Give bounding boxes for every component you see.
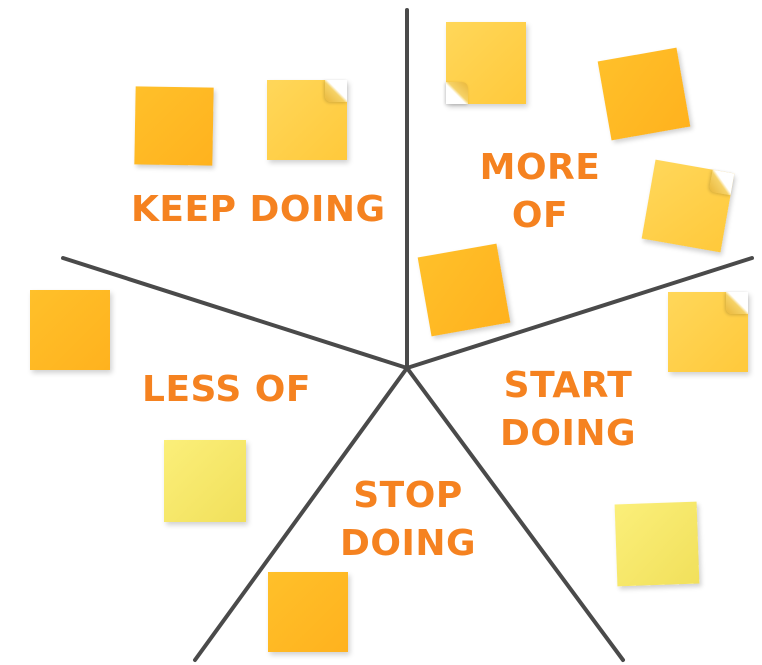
label-line: STOP	[353, 475, 463, 516]
label-less-of: LESS OF	[142, 366, 311, 414]
label-line: DOING	[499, 413, 637, 454]
sticky-note	[614, 501, 700, 587]
label-more-of: MORE OF	[470, 144, 610, 240]
sticky-note	[668, 292, 748, 372]
label-line: MORE	[479, 147, 601, 188]
sticky-note	[597, 47, 691, 141]
sticky-note	[267, 80, 347, 160]
sticky-note	[30, 290, 110, 370]
divider-left	[61, 256, 409, 370]
label-line: KEEP DOING	[131, 189, 386, 230]
sticky-note	[134, 86, 214, 166]
sticky-note	[164, 440, 246, 522]
divider-bottom-left	[193, 366, 409, 662]
label-stop-doing: STOP DOING	[338, 472, 478, 568]
label-line: DOING	[339, 523, 477, 564]
sticky-note	[641, 159, 735, 253]
label-keep-doing: KEEP DOING	[131, 186, 386, 234]
sticky-note	[268, 572, 348, 652]
divider-bottom-right	[405, 366, 625, 662]
sticky-note	[417, 243, 511, 337]
label-line: LESS OF	[142, 369, 311, 410]
divider-right	[405, 256, 754, 370]
sticky-note	[446, 22, 526, 104]
label-line: OF	[511, 195, 569, 236]
label-start-doing: START DOING	[488, 362, 648, 458]
label-line: START	[503, 365, 633, 406]
